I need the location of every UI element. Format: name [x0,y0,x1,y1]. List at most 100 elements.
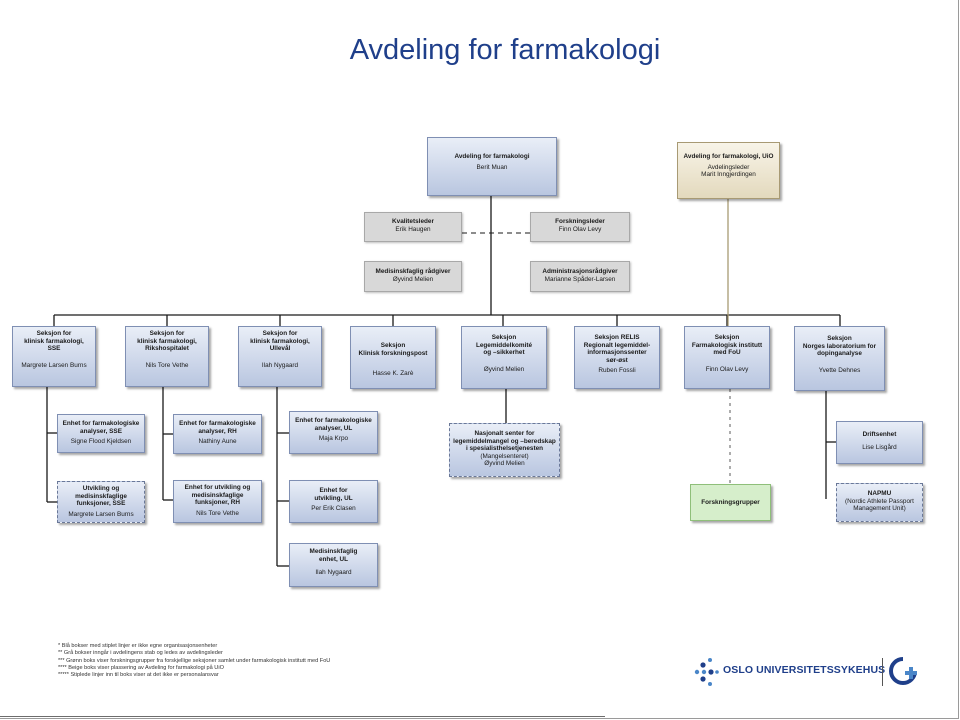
unit-person: Nathiny Aune [198,438,237,446]
unit-title-line: Medisinskfaglig [309,548,358,555]
logo-divider [882,658,883,686]
section-title-line: Rikshospitalet [145,345,189,353]
footnote: * Blå bokser med stiplet linjer er ikke … [58,643,218,649]
unit-box-analyses-rh: Enhet for farmakologiske analyser, RH Na… [173,414,262,454]
unit-title-line: analyser, RH [198,427,237,435]
unit-box-napmu: NAPMU (Nordic Athlete Passport Managemen… [836,483,923,522]
uio-department-box: Avdeling for farmakologi, UiO Avdelingsl… [677,142,780,199]
bottom-rule [0,716,605,717]
unit-title-line: analyser, UL [314,424,353,432]
unit-box-analyses-sse: Enhet for farmakologiske analyser, SSE S… [57,414,145,453]
unit-title-line: Nasjonalt senter for [474,430,535,437]
staff-role: Forskningsleder [555,218,605,225]
section-box-pharmacology-institute: Seksjon Farmakologisk institutt med FoU … [684,326,770,389]
unit-person: Signe Flood Kjeldsen [70,438,132,446]
unit-box-development-ul: Enhet for utvikling, UL Per Erik Clasen [289,480,378,523]
unit-box-shortage-center: Nasjonalt senter for legemiddelmangel og… [449,423,560,477]
section-title-line: klinisk farmakologi, [250,337,310,345]
unit-title-line: medisinskfaglige [191,491,244,499]
section-title-line: Regionalt legemiddel- [583,341,651,349]
section-title-line: Norges laboratorium for [802,342,877,350]
section-box-drug-committee: Seksjon Legemiddelkomité og –sikkerhet Ø… [461,326,547,389]
page-title: Avdeling for farmakologi [349,34,661,66]
staff-box-admin-advisor: Administrasjonsrådgiver Marianne Spåder-… [530,261,630,292]
uio-department-name: Avdeling for farmakologi, UiO [683,153,774,160]
unit-person: Maja Krpo [318,435,349,443]
section-title-line: dopinganalyse [817,350,862,358]
section-person: Øyvind Melien [483,365,525,373]
logo-emblem-icon [889,657,917,685]
unit-person: Ilah Nygaard [315,569,352,577]
uio-role: Avdelingsleder [707,163,750,171]
staff-person: Øyvind Melien [392,275,434,283]
section-title-line: Seksjon [714,334,740,341]
footnote: **** Beige boks viser plassering av Avde… [58,664,224,671]
staff-box-quality: Kvalitetsleder Erik Haugen [364,212,462,242]
section-title-line: klinisk farmakologi, [24,337,84,345]
unit-title-line: Enhet for farmakologiske [179,420,256,427]
section-title-line: Ullevål [269,345,291,353]
unit-person: Nils Tore Vethe [196,509,239,517]
staff-box-research: Forskningsleder Finn Olav Levy [530,212,630,242]
section-title-line: Seksjon [827,335,852,342]
logo-dots-icon [694,658,719,686]
section-person: Ilah Nygaard [261,361,299,369]
section-title-line: sør-øst [606,356,628,364]
unit-title-line: Driftsenhet [862,431,897,438]
section-box-research-post: Seksjon Klinisk forskningspost Hasse K. … [350,326,436,389]
logo-text: OSLO UNIVERSITETSSYKEHUS [723,664,886,676]
section-title-line: SSE [47,345,61,353]
uio-person: Marit Inngjerdingen [701,171,756,179]
section-title-line: Klinisk forskningspost [358,349,428,357]
unit-person: Per Erik Clasen [311,505,356,513]
top-department-name: Avdeling for farmakologi [454,153,530,160]
unit-box-development-rh: Enhet for utvikling og medisinskfaglige … [173,480,262,523]
unit-title-line: funksjoner, SSE [76,500,126,508]
unit-person: Øyvind Melien [484,460,525,468]
unit-person: Margrete Larsen Burns [68,510,134,518]
unit-box-operations: Driftsenhet Lise Lisgård [836,421,923,464]
footnotes: * Blå bokser med stiplet linjer er ikke … [58,643,330,679]
section-box-rh: Seksjon for klinisk farmakologi, Rikshos… [125,326,209,387]
research-groups-label: Forskningsgrupper [701,499,760,506]
unit-title-line: Enhet for farmakologiske [295,417,372,424]
footnote: *** Grønn boks viser forskningsgrupper f… [58,657,331,664]
staff-role: Kvalitetsleder [392,218,434,225]
section-title-line: Farmakologisk institutt [691,341,763,349]
section-title-line: Seksjon for [36,330,72,337]
section-person: Margrete Larsen Burns [21,361,87,369]
section-box-sse: Seksjon for klinisk farmakologi, SSE Mar… [12,326,96,387]
unit-title-line: medisinskfaglige [75,492,127,500]
staff-box-medical-advisor: Medisinskfaglig rådgiver Øyvind Melien [364,261,462,292]
top-department-box: Avdeling for farmakologi Berit Muan [427,137,557,196]
section-person: Yvette Dehnes [818,366,861,374]
unit-title-line: Utvikling og [82,485,120,492]
staff-person: Erik Haugen [395,225,431,233]
section-title-line: Seksjon for [262,330,298,337]
unit-box-development-sse: Utvikling og medisinskfaglige funksjoner… [57,481,145,523]
section-title-line: Seksjon RELIS [594,334,640,341]
unit-box-analyses-ul: Enhet for farmakologiske analyser, UL Ma… [289,411,378,454]
section-box-ul: Seksjon for klinisk farmakologi, Ullevål… [238,326,322,387]
unit-title-line: funksjoner, RH [194,499,241,507]
unit-title-line: utvikling, UL [314,494,353,502]
unit-title-line: analyser, SSE [80,427,122,435]
unit-title-line: i spesialisthelsetjenesten [465,445,544,453]
staff-person: Finn Olav Levy [558,225,602,233]
unit-title-line: Enhet for [319,487,348,494]
top-department-person: Berit Muan [476,163,508,171]
section-box-relis: Seksjon RELIS Regionalt legemiddel- info… [574,326,660,389]
staff-role: Medisinskfaglig rådgiver [375,268,451,275]
section-person: Ruben Fossli [598,367,636,375]
section-person: Nils Tore Vethe [145,361,189,369]
section-person: Hasse K. Zarè [372,370,414,378]
staff-role: Administrasjonsrådgiver [542,268,618,275]
research-groups-box: Forskningsgrupper [690,484,771,521]
unit-title-line: legemiddelmangel og –beredskap [453,437,556,445]
section-title-line: med FoU [713,349,741,357]
section-box-doping-lab: Seksjon Norges laboratorium for dopingan… [794,326,885,391]
unit-box-medical-ul: Medisinskfaglig enhet, UL Ilah Nygaard [289,543,378,587]
unit-note: (Nordic Athlete Passport Management Unit… [845,497,914,513]
